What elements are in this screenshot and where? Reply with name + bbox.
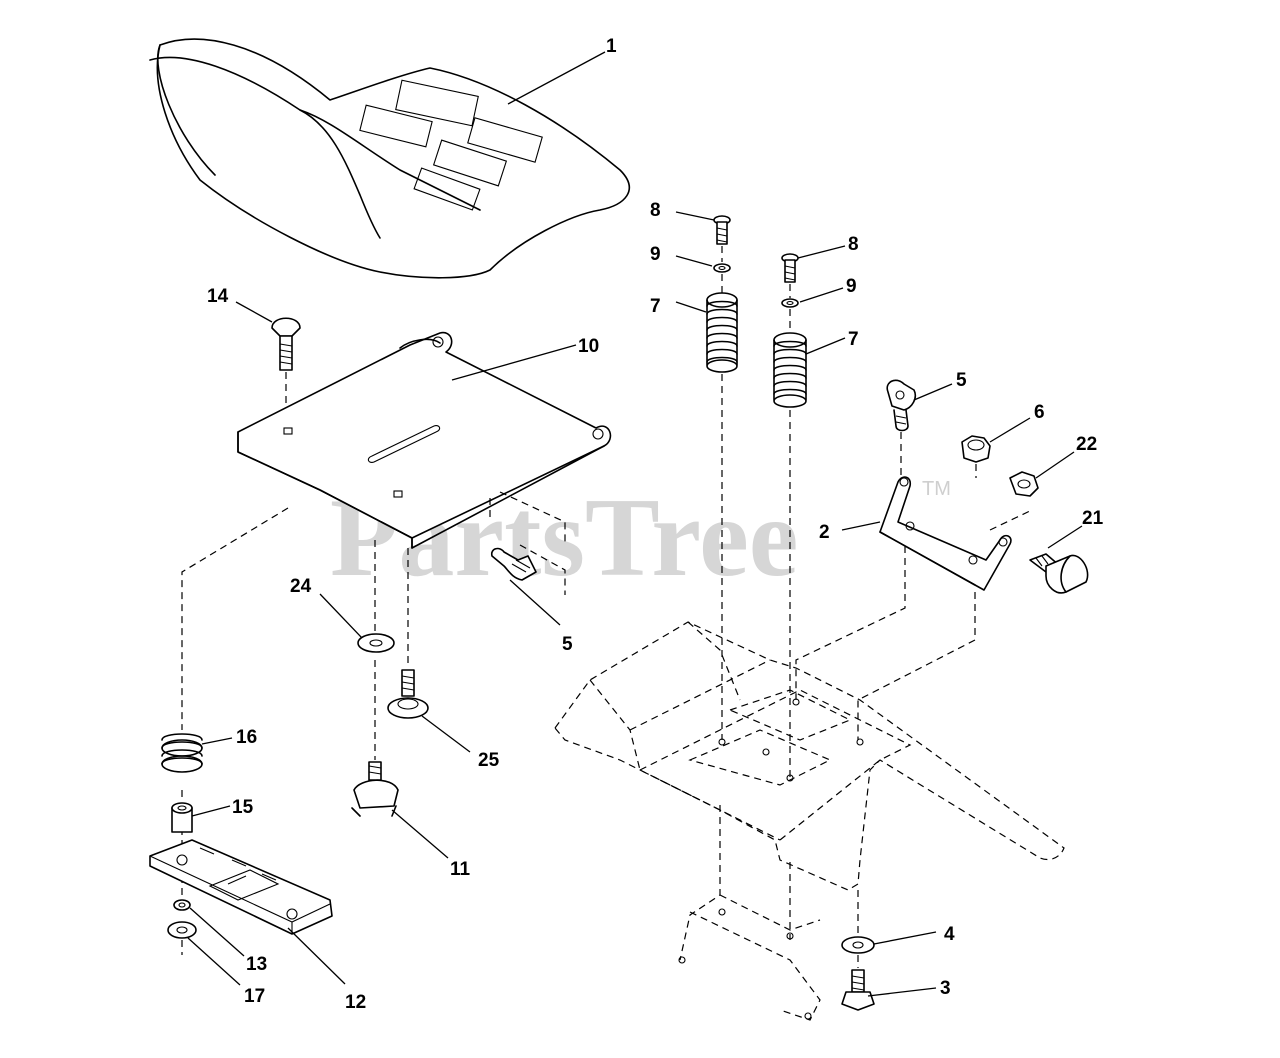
knob-right-part: 5 [886, 370, 967, 432]
spring-left-part: 7 [650, 292, 738, 373]
frame-phantom [554, 621, 1065, 1021]
small-washer-part: 13 [173, 899, 267, 975]
callout-bolt-bottom: 3 [940, 978, 951, 999]
callout-slide-rail: 12 [345, 992, 366, 1013]
shoulder-bolt-part: 21 [1029, 508, 1104, 594]
screw-25-part: 25 [387, 669, 500, 771]
callout-carriage-bolt: 14 [207, 286, 229, 307]
callout-knob-right: 5 [956, 370, 967, 391]
washer-right-part: 9 [781, 276, 857, 308]
callout-bolt-left: 8 [650, 200, 661, 221]
washer-24-part: 24 [290, 576, 395, 653]
callout-small-washer: 13 [246, 954, 267, 975]
seat-pan-part: 10 [237, 331, 612, 549]
callout-washer-24: 24 [290, 576, 312, 597]
callout-hex-nut: 22 [1076, 434, 1097, 455]
hex-nut-part: 22 [1009, 434, 1097, 497]
knob-left-part: 5 [490, 547, 573, 655]
washer-bottom-part: 4 [841, 924, 955, 954]
callout-lock-nut: 6 [1034, 402, 1045, 423]
callout-adjust-knob: 11 [450, 859, 471, 880]
callout-washer-bottom: 4 [944, 924, 955, 945]
callout-screw-25: 25 [478, 750, 500, 771]
callout-seat-pan: 10 [578, 336, 599, 357]
callout-seat-bracket: 2 [819, 522, 830, 543]
flat-washer-part: 17 [167, 921, 265, 1007]
callout-spacer: 15 [232, 797, 254, 818]
callout-shoulder-bolt: 21 [1082, 508, 1104, 529]
callout-bolt-right: 8 [848, 234, 859, 255]
callout-knob-left: 5 [562, 634, 573, 655]
bolt-bottom-part: 3 [841, 969, 951, 1011]
callout-flat-washer: 17 [244, 986, 265, 1007]
bolt-left-part: 8 [650, 200, 731, 245]
seat-bracket-part: 2 [819, 476, 1012, 591]
spring-right-part: 7 [773, 329, 859, 408]
spacer-part: 15 [171, 797, 254, 833]
callout-spring-right: 7 [848, 329, 859, 350]
callout-seat: 1 [606, 36, 617, 57]
washer-left-part: 9 [650, 244, 731, 273]
bolt-right-part: 8 [781, 234, 859, 283]
callout-washer-left: 9 [650, 244, 661, 265]
callout-spring-small: 16 [236, 727, 257, 748]
callout-spring-left: 7 [650, 296, 661, 317]
slide-rail-part: 12 [149, 839, 366, 1013]
adjust-knob-part: 11 [351, 761, 471, 880]
callout-washer-right: 9 [846, 276, 857, 297]
seat-part: 1 [149, 36, 631, 279]
watermark-trademark: TM [922, 478, 951, 500]
spring-small-part: 16 [161, 727, 257, 773]
lock-nut-part: 6 [961, 402, 1045, 463]
